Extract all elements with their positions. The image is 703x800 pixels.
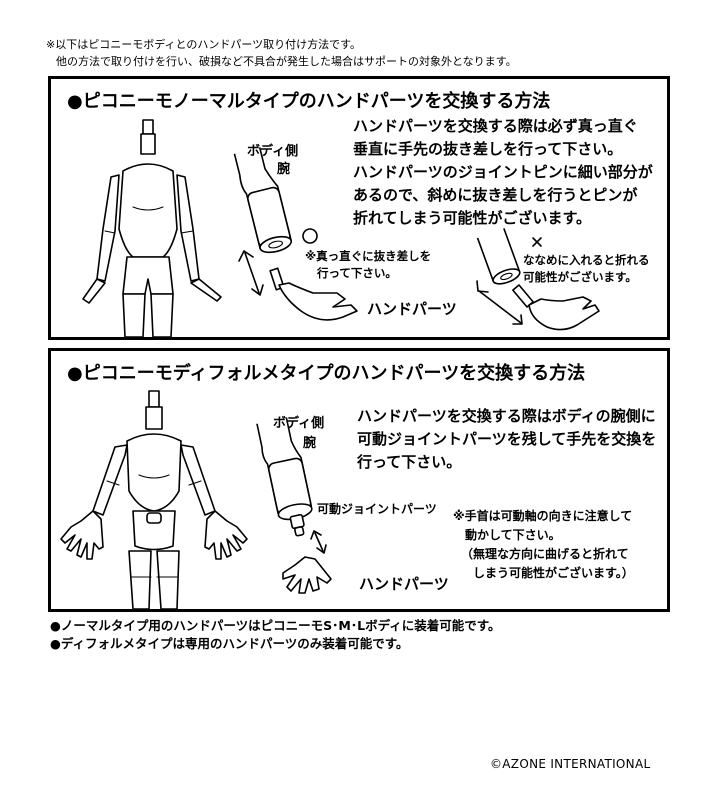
top-note-2: 他の方法で取り付けを行い、破損など不具合が発生した場合はサポートの対象外となりま… xyxy=(56,55,517,68)
good-circle-icon xyxy=(302,228,318,244)
good-note-line: ※真っ直ぐに抜き差しを xyxy=(305,249,432,263)
normal-hand-piece xyxy=(269,267,358,321)
deformed-type-illustration xyxy=(60,390,332,609)
normal-arm-label: 腕 xyxy=(277,162,291,177)
section-normal-type: ●ピコニーモノーマルタイプのハンドパーツを交換する方法 xyxy=(48,76,670,340)
footer-note-2: ●ディフォルメタイプは専用のハンドパーツのみ装着可能です。 xyxy=(50,636,409,651)
bad-note-line: ななめに入れると折れる xyxy=(523,253,650,267)
wrist-note-line: しまう可能性がございます。） xyxy=(473,566,634,580)
section-deformed-type: ●ピコニーモディフォルメタイプのハンドパーツを交換する方法 xyxy=(48,348,670,612)
normal-instruction-line: ハンドパーツのジョイントピンに細い部分が xyxy=(353,163,653,181)
normal-instruction-line: あるので、斜めに抜き差しを行うとピンが xyxy=(353,186,638,204)
bad-note: ななめに入れると折れる 可能性がございます。 xyxy=(523,252,650,286)
wrist-note-line: （無理な方向に曲げると折れて xyxy=(461,547,629,561)
normal-arm-piece xyxy=(233,147,293,254)
footer-note-1: ●ノーマルタイプ用のハンドパーツはピコニーモS･M･Lボディに装着可能です。 xyxy=(50,618,501,633)
deformed-instruction-line: ハンドパーツを交換する際はボディの腕側に xyxy=(357,407,656,425)
wrist-note-line: ※手首は可動軸の向きに注意して xyxy=(453,509,633,523)
good-note-line: 行って下さい。 xyxy=(317,266,397,280)
bad-angled-arrow xyxy=(476,280,523,325)
deformed-straight-arrow xyxy=(310,530,327,554)
deformed-body-side-label: ボディ側 xyxy=(273,416,325,431)
normal-instruction-line: ハンドパーツを交換する際は必ず真っ直ぐ xyxy=(353,117,638,135)
section-deformed-title: ●ピコニーモディフォルメタイプのハンドパーツを交換する方法 xyxy=(67,363,586,384)
normal-instruction-line: 垂直に手先の抜き差しを行って下さい。 xyxy=(353,140,623,158)
deformed-hand-piece xyxy=(282,556,332,594)
normal-instruction-line: 折れてしまう可能性がございます。 xyxy=(353,209,592,227)
normal-doll-figure xyxy=(82,119,222,337)
deformed-instruction-line: 行って下さい。 xyxy=(357,453,462,471)
normal-body-side-label: ボディ側 xyxy=(247,144,299,159)
normal-type-illustration xyxy=(82,119,600,337)
deformed-arm-label: 腕 xyxy=(303,436,317,451)
wrist-note-line: 動かして下さい。 xyxy=(465,528,561,542)
deformed-doll-figure xyxy=(60,390,248,609)
deformed-hand-parts-label: ハンドパーツ xyxy=(359,575,449,593)
deformed-arm-piece xyxy=(256,417,313,537)
good-note: ※真っ直ぐに抜き差しを 行って下さい。 xyxy=(305,248,431,282)
bad-hand-piece xyxy=(512,284,600,331)
bad-x-icon xyxy=(532,237,542,247)
normal-instructions: ハンドパーツを交換する際は必ず真っ直ぐ 垂直に手先の抜き差しを行って下さい。 ハ… xyxy=(353,115,653,230)
bad-note-line: 可能性がございます。 xyxy=(523,270,637,284)
bad-arm-piece xyxy=(476,228,521,285)
normal-hand-parts-label: ハンドパーツ xyxy=(367,300,457,318)
deformed-instruction-line: 可動ジョイントパーツを残して手先を交換を xyxy=(357,430,657,448)
deformed-instructions: ハンドパーツを交換する際はボディの腕側に 可動ジョイントパーツを残して手先を交換… xyxy=(357,405,656,474)
top-note-1: ※以下はピコニーモボディとのハンドパーツ取り付け方法です。 xyxy=(46,38,362,51)
copyright: ©AZONE INTERNATIONAL xyxy=(490,757,651,771)
wrist-note: ※手首は可動軸の向きに注意して 動かして下さい。 （無理な方向に曲げると折れて … xyxy=(453,507,634,583)
joint-parts-label: 可動ジョイントパーツ xyxy=(317,502,437,516)
normal-straight-arrow xyxy=(238,250,264,296)
section-normal-title: ●ピコニーモノーマルタイプのハンドパーツを交換する方法 xyxy=(67,91,551,112)
